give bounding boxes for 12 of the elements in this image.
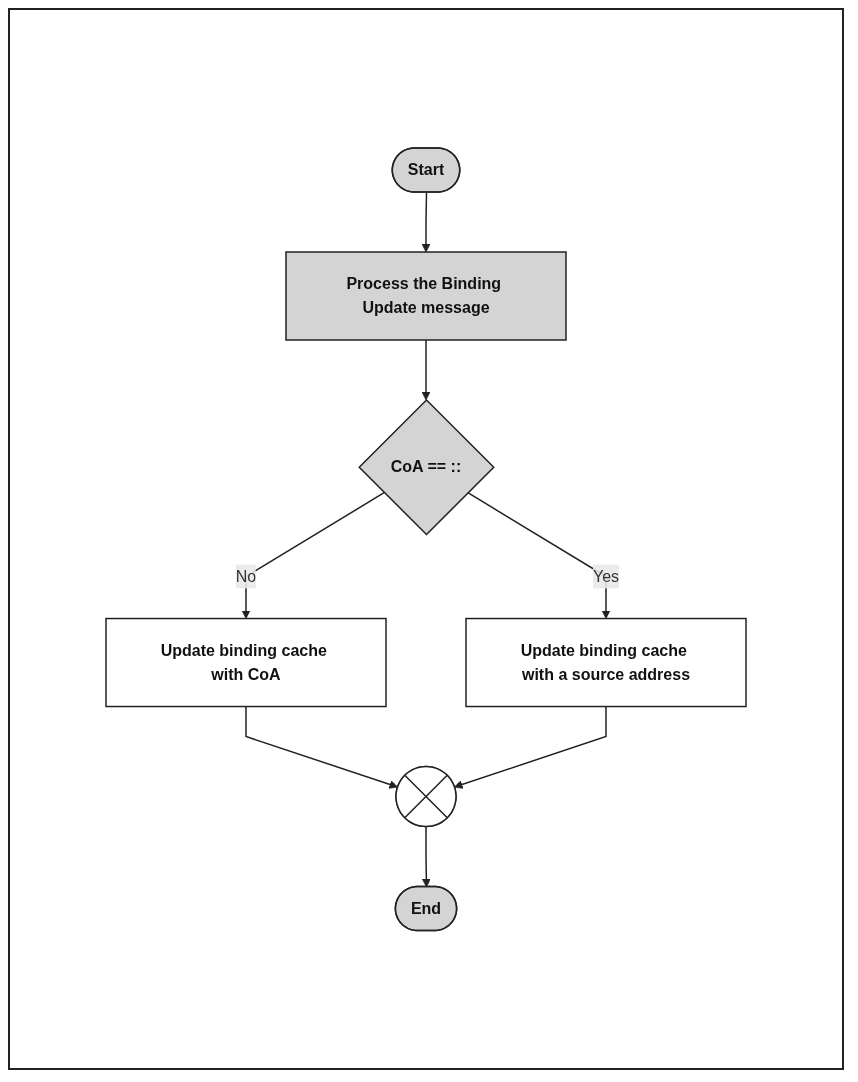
arrow (421, 191, 431, 253)
arrow (241, 491, 385, 619)
arrow (421, 339, 431, 401)
node-diamond: CoA == :: (358, 398, 495, 536)
arrow (454, 705, 607, 789)
arrow (421, 825, 431, 888)
node-box: Update binding cache with CoA (105, 617, 387, 707)
arrow (245, 705, 398, 789)
node-box: Update binding cache with a source address (465, 617, 747, 707)
edge-label: Yes (592, 567, 620, 585)
node-box: Process the Binding Update message (285, 251, 567, 341)
edge-label: No (235, 567, 257, 585)
